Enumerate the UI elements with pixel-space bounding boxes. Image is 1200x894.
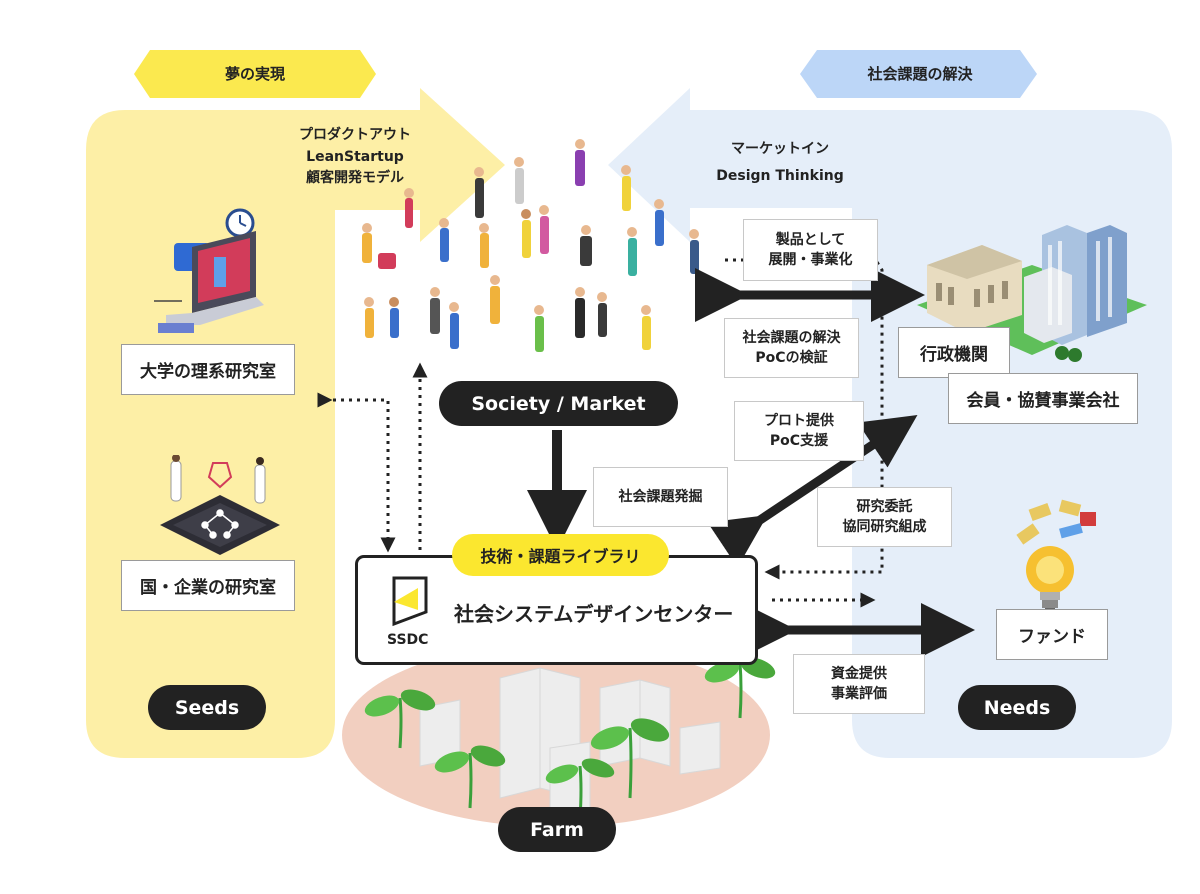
farm-pill: Farm [498,807,616,852]
callout-research: 研究委託 協同研究組成 [817,487,952,547]
callout-poc-verify: 社会課題の解決 PoCの検証 [724,318,859,378]
research-dotted-arrow [764,261,884,580]
callout-funding: 資金提供 事業評価 [793,654,925,714]
callout-product-line1: 製品として [775,231,846,248]
callout-discover-line1: 社会課題発掘 [618,488,703,505]
ssdc-logo-icon [392,576,428,627]
fund-box: ファンド [996,609,1108,660]
callout-research-line1: 研究委託 [856,498,913,515]
farm-plants-layer [364,657,776,819]
approach-market-in: マーケットイン [731,141,829,157]
social-tag-shape [800,50,1037,98]
city-buildings-icon [917,225,1147,362]
right-approach-text: マーケットイン Design Thinking [700,136,860,189]
callout-proto-line2: PoC支援 [769,433,829,449]
center-name: 社会システムデザインセンター [454,602,734,626]
needs-pill: Needs [958,685,1076,730]
approach-product-out: プロダクトアウト [299,127,411,143]
seeds-pill: Seeds [148,685,266,730]
crowd-people-icon [362,139,699,352]
society-market-pill: Society / Market [439,381,678,426]
callout-discover: 社会課題発掘 [593,467,728,527]
approach-design-thinking: Design Thinking [716,167,844,184]
lab-dotted-arrow [317,392,396,553]
lightbulb-money-icon [1016,499,1096,614]
callout-proto: プロト提供 PoC支援 [734,401,864,461]
callout-poc-verify-line1: 社会課題の解決 [742,329,841,346]
government-box: 行政機関 [898,327,1010,378]
callout-product-line2: 展開・事業化 [768,252,853,268]
chip-scientists-icon [160,455,280,555]
library-tag: 技術・課題ライブラリ [452,534,669,576]
callout-poc-verify-line2: PoCの検証 [755,350,828,366]
ssdc-logo-text: SSDC [387,632,429,648]
left-approach-text: プロダクトアウト LeanStartup 顧客開発モデル [280,125,430,190]
national-lab-box: 国・企業の研究室 [121,560,295,611]
callout-product: 製品として 展開・事業化 [743,219,878,281]
callout-research-line2: 協同研究組成 [842,519,927,535]
social-tag: 社会課題の解決 [867,65,973,83]
approach-customer-dev: 顧客開発モデル [306,170,404,187]
university-lab-box: 大学の理系研究室 [121,344,295,395]
members-box: 会員・協賛事業会社 [948,373,1138,424]
dream-tag-shape [134,50,376,98]
laptop-scientist-icon [154,208,264,333]
dream-tag: 夢の実現 [224,65,285,83]
callout-proto-line1: プロト提供 [764,412,834,429]
callout-funding-line1: 資金提供 [831,665,887,682]
approach-lean-startup: LeanStartup [306,148,404,165]
seedling-icon [364,657,776,819]
proto-double-arrow [707,415,918,568]
callout-funding-line2: 事業評価 [831,686,887,702]
